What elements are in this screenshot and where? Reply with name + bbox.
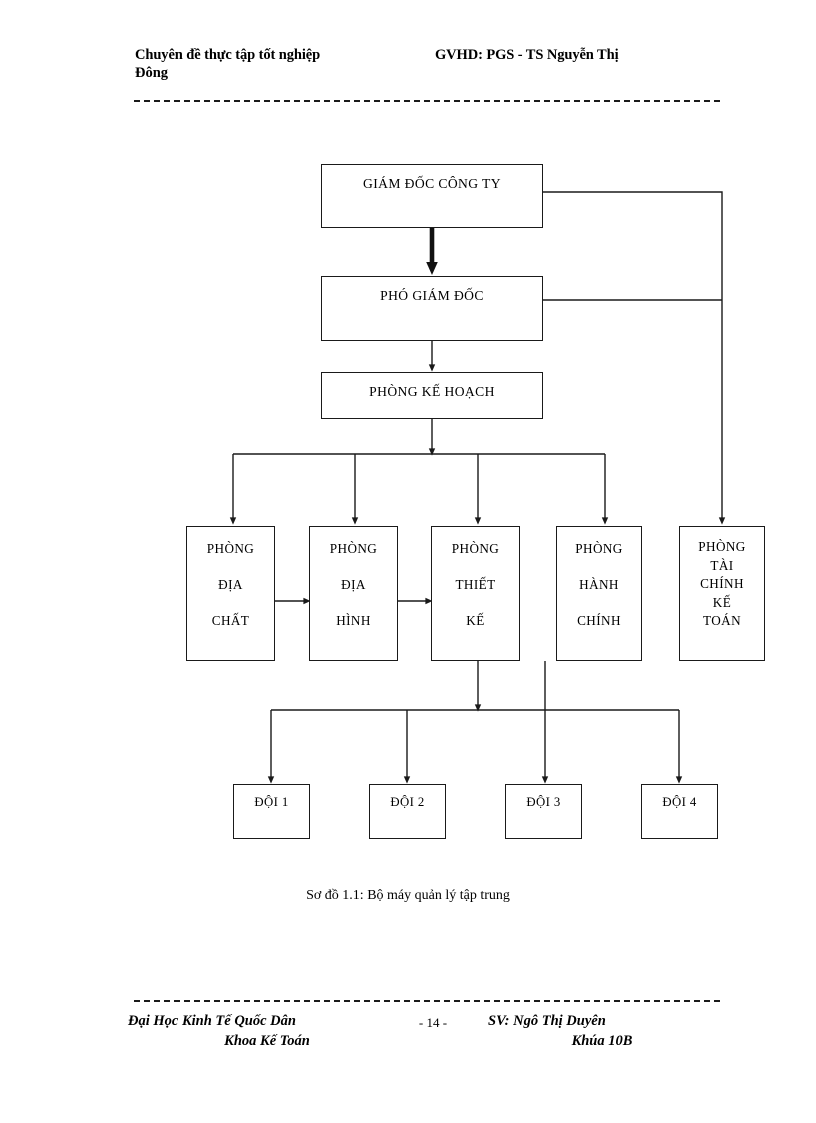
node-planning-label: PHÒNG KẾ HOẠCH — [369, 384, 495, 399]
footer-row-secondary: Khoa Kế Toán Khúa 10B — [128, 1032, 728, 1052]
node-deputy[interactable]: PHÓ GIÁM ĐỐC — [321, 276, 543, 341]
header-continuation: Đông — [135, 64, 169, 81]
node-design-line-1: PHÒNG — [451, 541, 500, 556]
footer-divider — [134, 1000, 720, 1002]
footer-school: Đại Học Kinh Tế Quốc Dân — [128, 1013, 296, 1029]
node-admin-line-2: HÀNH — [579, 577, 619, 592]
page-footer: Đại Học Kinh Tế Quốc Dân - 14 - SV: Ngô … — [128, 1012, 728, 1051]
node-team-1-label: ĐỘI 1 — [254, 795, 289, 809]
node-admin[interactable]: PHÒNG HÀNH CHÍNH — [556, 526, 642, 661]
footer-faculty: Khoa Kế Toán — [224, 1032, 310, 1049]
node-finance-line-5: TOÁN — [703, 613, 741, 629]
header-left-title: Chuyên đề thực tập tốt nghiệp — [135, 47, 321, 63]
node-team-3-label: ĐỘI 3 — [526, 795, 561, 809]
node-planning[interactable]: PHÒNG KẾ HOẠCH — [321, 372, 543, 419]
page-header: Chuyên đề thực tập tốt nghiệp GVHD: PGS … — [135, 46, 725, 83]
node-topography-line-3: HÌNH — [336, 613, 371, 628]
node-topography-line-1: PHÒNG — [329, 541, 378, 556]
node-team-2-label: ĐỘI 2 — [390, 795, 425, 809]
node-geology-line-2: ĐỊA — [218, 577, 243, 592]
node-topography-line-2: ĐỊA — [341, 577, 366, 592]
node-team-4-label: ĐỘI 4 — [662, 795, 697, 809]
node-geology-line-3: CHẤT — [211, 613, 250, 628]
node-team-1[interactable]: ĐỘI 1 — [233, 784, 310, 839]
node-team-4[interactable]: ĐỘI 4 — [641, 784, 718, 839]
node-geology[interactable]: PHÒNG ĐỊA CHẤT — [186, 526, 275, 661]
node-finance-line-1: PHÒNG — [698, 539, 746, 554]
connector-director-finance — [543, 191, 726, 525]
header-right-title: GVHD: PGS - TS Nguyễn Thị — [435, 47, 619, 63]
node-finance-line-2: TÀI — [710, 557, 734, 573]
figure-caption: Sơ đồ 1.1: Bộ máy quản lý tập trung — [306, 888, 510, 903]
node-design-line-2: THIẾT — [455, 577, 496, 592]
node-director[interactable]: GIÁM ĐỐC CÔNG TY — [321, 164, 543, 228]
node-finance-line-4: KẾ — [712, 594, 732, 610]
node-geology-line-1: PHÒNG — [206, 541, 255, 556]
footer-row-primary: Đại Học Kinh Tế Quốc Dân - 14 - SV: Ngô … — [128, 1012, 728, 1032]
header-row: Chuyên đề thực tập tốt nghiệp GVHD: PGS … — [135, 46, 725, 65]
node-deputy-label: PHÓ GIÁM ĐỐC — [380, 288, 484, 303]
footer-course: Khúa 10B — [571, 1032, 633, 1049]
node-topography[interactable]: PHÒNG ĐỊA HÌNH — [309, 526, 398, 661]
header-divider — [134, 100, 720, 102]
node-finance[interactable]: PHÒNG TÀI CHÍNH KẾ TOÁN — [679, 526, 765, 661]
node-director-label: GIÁM ĐỐC CÔNG TY — [363, 176, 501, 191]
node-admin-line-3: CHÍNH — [577, 613, 621, 628]
node-finance-line-3: CHÍNH — [700, 576, 744, 592]
footer-spacer — [392, 1032, 502, 1034]
node-team-2[interactable]: ĐỘI 2 — [369, 784, 446, 839]
node-design[interactable]: PHÒNG THIẾT KẾ — [431, 526, 520, 661]
node-design-line-3: KẾ — [466, 613, 485, 628]
node-admin-line-1: PHÒNG — [575, 541, 623, 556]
footer-page-number: - 14 - — [418, 1015, 448, 1030]
footer-student: SV: Ngô Thị Duyên — [488, 1013, 606, 1029]
node-team-3[interactable]: ĐỘI 3 — [505, 784, 582, 839]
